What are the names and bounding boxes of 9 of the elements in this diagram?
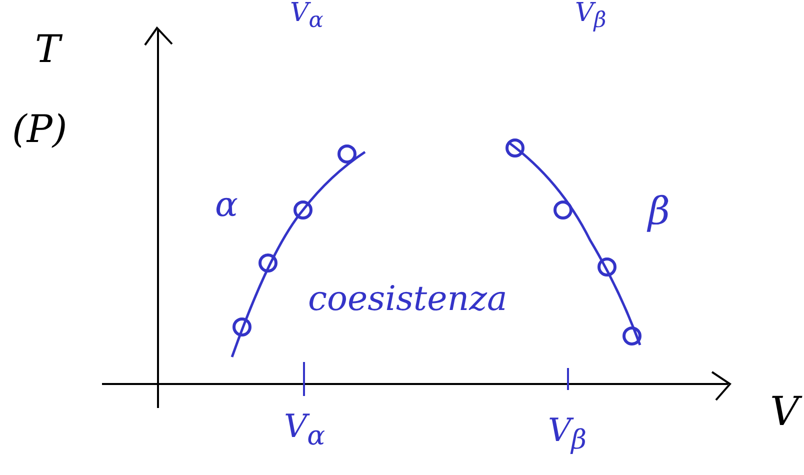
tick-label: V$_{α}$ [284, 410, 326, 450]
axis-label: V$_{α}$ [290, 0, 324, 32]
tick-label: V$_{β}$ [548, 414, 587, 454]
axis-label: T [35, 30, 60, 68]
axis-label: V$_{β}$ [575, 0, 606, 32]
phase-label: β [648, 192, 670, 230]
phase-label: α [215, 188, 238, 222]
axis-label: (P) [12, 110, 68, 148]
region-label: coesistenza [308, 282, 508, 316]
